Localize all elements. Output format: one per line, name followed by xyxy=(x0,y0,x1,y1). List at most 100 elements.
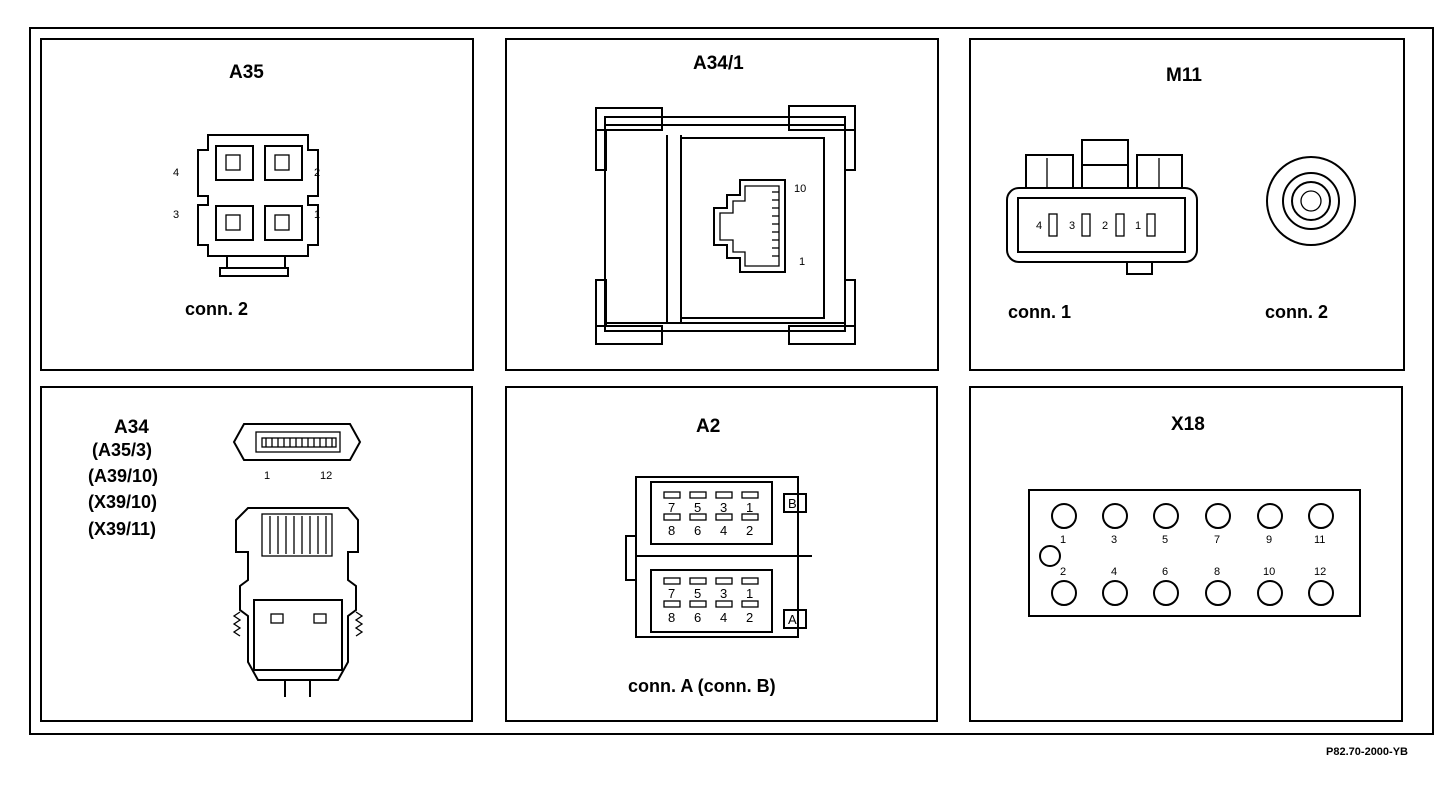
a34-pin-1: 1 xyxy=(264,470,270,482)
m11-pin-3: 3 xyxy=(1069,220,1075,232)
a2-block-b xyxy=(650,481,773,545)
x18-pin-7 xyxy=(1205,503,1231,529)
x18-label-11: 11 xyxy=(1314,534,1325,546)
a34-plug xyxy=(235,507,359,681)
a34-1-clip xyxy=(788,325,856,345)
x18-pin-5 xyxy=(1153,503,1179,529)
x18-housing xyxy=(1028,489,1361,617)
x18-label-8: 8 xyxy=(1214,566,1220,578)
x18-label-4: 4 xyxy=(1111,566,1117,578)
a35-cavity xyxy=(215,145,254,181)
a34-alias: (A35/3) xyxy=(92,440,152,460)
a2-b-pin-5: 5 xyxy=(694,500,701,515)
panel-a34 xyxy=(40,386,473,722)
a35-cavity xyxy=(264,145,303,181)
x18-pin-3 xyxy=(1102,503,1128,529)
a34-1-socket-face xyxy=(680,137,825,319)
a34-alias: (X39/10) xyxy=(88,492,157,512)
x18-pin-2 xyxy=(1051,580,1077,606)
a35-caption: conn. 2 xyxy=(185,299,248,319)
a2-b-pin-7: 7 xyxy=(668,500,675,515)
m11-connectors: M11 4 3 2 1 conn. 1 conn. 2 xyxy=(1006,65,1356,322)
x18-label-7: 7 xyxy=(1214,534,1220,546)
x18-pin-6 xyxy=(1153,580,1179,606)
a34-plug-body xyxy=(253,599,343,671)
a34-connector: A34 (A35/3) (A39/10) (X39/10) (X39/11) 1… xyxy=(88,417,364,697)
m11-conn1-housing xyxy=(1006,187,1198,263)
x18-label-5: 5 xyxy=(1162,534,1168,546)
a34-1-pin-1: 1 xyxy=(799,256,805,268)
x18-label-2: 2 xyxy=(1060,566,1066,578)
a35-pin-3: 3 xyxy=(173,209,179,221)
a34-ribbon-contacts xyxy=(265,438,333,447)
x18-label-9: 9 xyxy=(1266,534,1272,546)
panel-m11 xyxy=(969,38,1405,371)
a2-b-pin-6: 6 xyxy=(694,523,701,538)
a2-a-pin-2: 2 xyxy=(746,610,753,625)
m11-conn2-coax xyxy=(1266,156,1356,246)
a34-1-clip xyxy=(595,325,663,345)
m11-conn1-latch xyxy=(1025,154,1074,189)
a2-block-a xyxy=(650,569,773,633)
x18-pin-1 xyxy=(1051,503,1077,529)
x18-title: X18 xyxy=(1171,414,1205,435)
a35-latch xyxy=(226,255,286,269)
a35-housing xyxy=(197,134,319,257)
x18-label-6: 6 xyxy=(1162,566,1168,578)
a2-tab-a xyxy=(783,609,807,629)
x18-label-12: 12 xyxy=(1314,566,1326,578)
x18-pin-8 xyxy=(1205,580,1231,606)
m11-pin-1: 1 xyxy=(1135,220,1141,232)
a35-pin-1: 1 xyxy=(314,209,320,221)
panel-x18 xyxy=(969,386,1403,722)
a34-1-jack xyxy=(713,179,786,273)
m11-pin-2: 2 xyxy=(1102,220,1108,232)
a2-connector: A2 B A 7 5 3 1 8 6 4 2 7 5 3 1 xyxy=(625,416,812,696)
a34-1-pin-10: 10 xyxy=(794,183,806,195)
a35-pin-4: 4 xyxy=(173,167,179,179)
a34-alias: (A39/10) xyxy=(88,466,158,486)
a2-a-pin-7: 7 xyxy=(668,586,675,601)
a2-a-pin-5: 5 xyxy=(694,586,701,601)
a35-cavity xyxy=(264,205,303,241)
a34-1-connector: A34/1 10 1 xyxy=(595,53,856,345)
a2-title: A2 xyxy=(696,416,720,437)
a2-tab-b xyxy=(783,493,807,513)
m11-title: M11 xyxy=(1166,65,1202,86)
m11-caption-conn2: conn. 2 xyxy=(1265,302,1328,322)
x18-pin-4 xyxy=(1102,580,1128,606)
a35-cavity xyxy=(215,205,254,241)
x18-label-3: 3 xyxy=(1111,534,1117,546)
a34-1-title: A34/1 xyxy=(693,53,744,74)
x18-label-10: 10 xyxy=(1263,566,1275,578)
a34-1-housing xyxy=(604,116,846,332)
panel-a34-1 xyxy=(505,38,939,371)
a34-1-clip xyxy=(595,107,663,131)
a2-a-pin-8: 8 xyxy=(668,610,675,625)
a2-b-pin-1: 1 xyxy=(746,500,753,515)
a34-alias: (X39/11) xyxy=(88,519,156,539)
a34-plug-contacts xyxy=(261,513,333,557)
a35-connector: A35 4 2 3 1 conn. 2 xyxy=(173,62,320,319)
x18-pin-9 xyxy=(1257,503,1283,529)
a2-b-pin-8: 8 xyxy=(668,523,675,538)
diagram-frame xyxy=(29,27,1434,735)
a34-title: A34 xyxy=(114,417,149,438)
a2-b-pin-4: 4 xyxy=(720,523,727,538)
x18-pin-10 xyxy=(1257,580,1283,606)
a2-a-pin-4: 4 xyxy=(720,610,727,625)
a2-b-pin-3: 3 xyxy=(720,500,727,515)
a2-latch xyxy=(625,535,636,581)
x18-pin-12 xyxy=(1308,580,1334,606)
a35-title: A35 xyxy=(229,62,264,83)
a2-a-pin-6: 6 xyxy=(694,610,701,625)
a34-1-contacts xyxy=(772,191,779,257)
a2-caption: conn. A (conn. B) xyxy=(628,676,776,696)
m11-conn1-face xyxy=(1017,197,1186,253)
m11-pin-4: 4 xyxy=(1036,220,1042,232)
a2-tab-a-label: A xyxy=(788,612,797,627)
a34-pin-12: 12 xyxy=(320,470,332,482)
x18-label-1: 1 xyxy=(1060,534,1066,546)
m11-conn1-key xyxy=(1126,261,1153,275)
